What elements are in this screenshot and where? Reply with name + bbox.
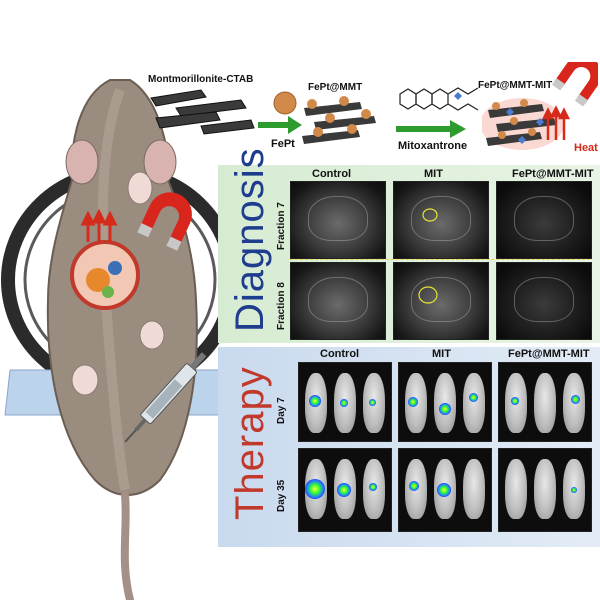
bioluminescence-image xyxy=(398,448,492,532)
bioluminescence-image xyxy=(298,362,392,442)
mri-image xyxy=(393,262,489,340)
green-arrow-icon xyxy=(396,120,466,138)
therapy-row-day-35: Day 35 xyxy=(276,479,287,512)
therapy-col-control: Control xyxy=(320,348,360,360)
bioluminescence-image xyxy=(298,448,392,532)
mouse-ear-left xyxy=(65,139,99,185)
tumor-outline xyxy=(418,286,438,304)
therapy-row-day-7: Day 7 xyxy=(276,397,287,424)
row-divider xyxy=(290,259,590,260)
diagnosis-row-fraction-8: Fraction 8 xyxy=(276,282,287,330)
therapy-col-mit: MIT xyxy=(432,348,451,360)
paw-icon xyxy=(71,364,99,396)
mitoxantrone-label: Mitoxantrone xyxy=(398,140,468,152)
mri-image xyxy=(496,181,592,259)
therapy-col-fept-mmt-mit: FePt@MMT-MIT xyxy=(508,348,590,360)
paw-icon xyxy=(127,171,153,205)
montmorillonite-label: Montmorillonite-CTAB xyxy=(148,74,254,85)
mri-image xyxy=(290,181,386,259)
green-arrow-icon xyxy=(258,116,302,134)
heat-label: Heat xyxy=(574,142,598,154)
heat-arrows-icon xyxy=(80,208,118,242)
diagnosis-row-fraction-7: Fraction 7 xyxy=(276,202,287,250)
bioluminescence-image xyxy=(498,362,592,442)
diagnosis-title: Diagnosis xyxy=(228,147,272,332)
fept-mmt-label: FePt@MMT xyxy=(308,82,363,93)
fept-mmt-mit-label: FePt@MMT-MIT xyxy=(478,80,553,91)
mri-image xyxy=(496,262,592,340)
mitoxantrone-structure-icon xyxy=(399,87,479,111)
diagnosis-col-fept-mmt-mit: FePt@MMT-MIT xyxy=(512,168,594,180)
therapy-title: Therapy xyxy=(228,366,272,520)
magnet-icon xyxy=(137,192,192,251)
mri-image xyxy=(393,181,489,259)
diagnosis-col-control: Control xyxy=(312,168,352,180)
mouse-illustration xyxy=(1,79,239,600)
tumor-outline xyxy=(422,208,438,222)
diagnosis-col-mit: MIT xyxy=(424,168,443,180)
bioluminescence-image xyxy=(498,448,592,532)
fept-particle-icon xyxy=(273,91,297,115)
fept-mmt-icon xyxy=(302,96,376,144)
fept-mmt-mit-icon xyxy=(482,98,570,150)
fept-label: FePt xyxy=(271,138,295,150)
mri-image xyxy=(290,262,386,340)
clay-layers-icon xyxy=(150,89,255,135)
mouse-ear-right xyxy=(143,139,177,185)
magnet-icon xyxy=(552,62,598,107)
bioluminescence-image xyxy=(398,362,492,442)
syringe-icon xyxy=(124,352,207,443)
paw-icon xyxy=(139,320,165,350)
mouse-tail xyxy=(120,491,134,600)
